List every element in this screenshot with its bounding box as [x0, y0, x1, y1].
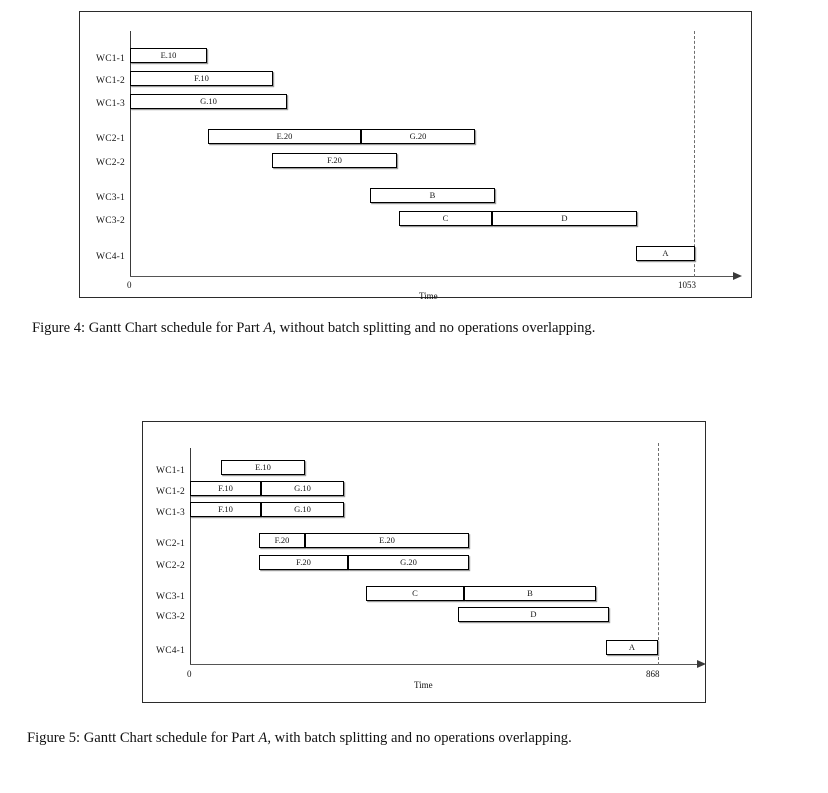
gantt-bar-label: G.20 — [400, 557, 417, 568]
x-tick-zero: 0 — [127, 280, 132, 290]
row-label-wc2-2: WC2-2 — [96, 158, 125, 168]
figure-5-gantt-chart: WC1-1 WC1-2 WC1-3 WC2-1 WC2-2 WC3-1 WC3-… — [143, 422, 706, 702]
row-label-wc1-2: WC1-2 — [156, 487, 185, 497]
gantt-bar-f20-wc2-1[interactable]: F.20 — [259, 533, 305, 548]
figure-4-caption: Figure 4: Gantt Chart schedule for Part … — [32, 318, 794, 339]
row-label-wc1-3: WC1-3 — [96, 99, 125, 109]
gantt-bar-label: G.10 — [294, 504, 311, 515]
gantt-bar-label: E.10 — [160, 50, 177, 61]
figure-5-deadline-marker — [658, 443, 659, 665]
gantt-bar-g20[interactable]: G.20 — [361, 129, 475, 144]
gantt-bar-label: F.20 — [327, 155, 342, 166]
gantt-bar-label: C — [442, 213, 449, 224]
row-label-wc1-1: WC1-1 — [96, 54, 125, 64]
gantt-bar-e10[interactable]: E.10 — [221, 460, 305, 475]
row-label-wc1-2: WC1-2 — [96, 76, 125, 86]
gantt-bar-b[interactable]: B — [370, 188, 495, 203]
figure-4-time-axis — [130, 276, 735, 277]
gantt-bar-a[interactable]: A — [636, 246, 695, 261]
gantt-bar-c[interactable]: C — [399, 211, 492, 226]
gantt-bar-label: A — [628, 642, 636, 653]
gantt-bar-label: F.10 — [194, 73, 209, 84]
gantt-bar-label: F.10 — [218, 504, 233, 515]
x-axis-title: Time — [419, 291, 438, 301]
gantt-bar-label: A — [662, 248, 669, 259]
caption-text-lead: Figure 5: Gantt Chart schedule for Part — [27, 730, 259, 746]
gantt-bar-g10-wc1-2[interactable]: G.10 — [261, 481, 344, 496]
row-label-wc3-1: WC3-1 — [96, 193, 125, 203]
row-label-wc2-1: WC2-1 — [156, 539, 185, 549]
gantt-bar-b[interactable]: B — [464, 586, 596, 601]
row-label-wc3-1: WC3-1 — [156, 592, 185, 602]
gantt-bar-label: E.20 — [276, 131, 293, 142]
gantt-bar-label: E.20 — [379, 535, 395, 546]
gantt-bar-e20[interactable]: E.20 — [305, 533, 469, 548]
gantt-bar-label: B — [429, 190, 436, 201]
gantt-bar-d[interactable]: D — [492, 211, 637, 226]
gantt-bar-g20[interactable]: G.20 — [348, 555, 469, 570]
figure-5-time-axis — [190, 664, 699, 665]
x-tick-deadline: 868 — [646, 669, 660, 679]
gantt-bar-label: F.20 — [274, 535, 290, 546]
gantt-bar-e20[interactable]: E.20 — [208, 129, 361, 144]
caption-text-lead: Figure 4: Gantt Chart schedule for Part — [32, 320, 264, 336]
gantt-bar-label: B — [527, 588, 533, 599]
gantt-bar-label: D — [530, 609, 537, 620]
row-label-wc1-3: WC1-3 — [156, 508, 185, 518]
row-label-wc1-1: WC1-1 — [156, 466, 185, 476]
gantt-bar-f20-wc2-2[interactable]: F.20 — [259, 555, 348, 570]
caption-part-name: A — [258, 730, 268, 746]
caption-text-tail: , without batch splitting and no operati… — [272, 320, 596, 336]
row-label-wc3-2: WC3-2 — [96, 216, 125, 226]
gantt-bar-f20[interactable]: F.20 — [272, 153, 397, 168]
gantt-bar-d[interactable]: D — [458, 607, 609, 622]
x-axis-title: Time — [414, 680, 433, 690]
row-label-wc4-1: WC4-1 — [156, 646, 185, 656]
gantt-bar-e10[interactable]: E.10 — [130, 48, 207, 63]
figure-4-deadline-marker — [694, 31, 695, 277]
gantt-bar-a[interactable]: A — [606, 640, 658, 655]
gantt-bar-label: D — [561, 213, 568, 224]
gantt-bar-label: F.20 — [296, 557, 311, 568]
gantt-bar-label: C — [412, 588, 418, 599]
x-tick-deadline: 1053 — [678, 280, 696, 290]
gantt-bar-label: G.10 — [200, 96, 217, 107]
gantt-bar-f10-wc1-3[interactable]: F.10 — [190, 502, 261, 517]
row-label-wc2-1: WC2-1 — [96, 134, 125, 144]
figure-5-panel: WC1-1 WC1-2 WC1-3 WC2-1 WC2-2 WC3-1 WC3-… — [142, 421, 706, 703]
gantt-bar-f10-wc1-2[interactable]: F.10 — [190, 481, 261, 496]
row-label-wc2-2: WC2-2 — [156, 561, 185, 571]
figure-4-gantt-chart: WC1-1 WC1-2 WC1-3 WC2-1 WC2-2 WC3-1 WC3-… — [80, 12, 751, 301]
gantt-bar-g10[interactable]: G.10 — [130, 94, 287, 109]
caption-part-name: A — [263, 320, 273, 336]
x-tick-zero: 0 — [187, 669, 192, 679]
gantt-bar-c[interactable]: C — [366, 586, 464, 601]
row-label-wc4-1: WC4-1 — [96, 252, 125, 262]
row-label-wc3-2: WC3-2 — [156, 612, 185, 622]
gantt-bar-label: F.10 — [218, 483, 233, 494]
caption-text-tail: , with batch splitting and no operations… — [267, 730, 572, 746]
gantt-bar-label: G.20 — [409, 131, 427, 142]
gantt-bar-label: E.10 — [255, 462, 271, 473]
figure-5-caption: Figure 5: Gantt Chart schedule for Part … — [27, 728, 795, 749]
figure-5-time-axis-arrow — [697, 660, 706, 668]
figure-4-time-axis-arrow — [733, 272, 742, 280]
figure-4-category-axis — [130, 31, 131, 276]
gantt-bar-label: G.10 — [294, 483, 311, 494]
gantt-bar-f10[interactable]: F.10 — [130, 71, 273, 86]
gantt-bar-g10-wc1-3[interactable]: G.10 — [261, 502, 344, 517]
figure-5-category-axis — [190, 448, 191, 664]
figure-4-panel: WC1-1 WC1-2 WC1-3 WC2-1 WC2-2 WC3-1 WC3-… — [79, 11, 752, 301]
